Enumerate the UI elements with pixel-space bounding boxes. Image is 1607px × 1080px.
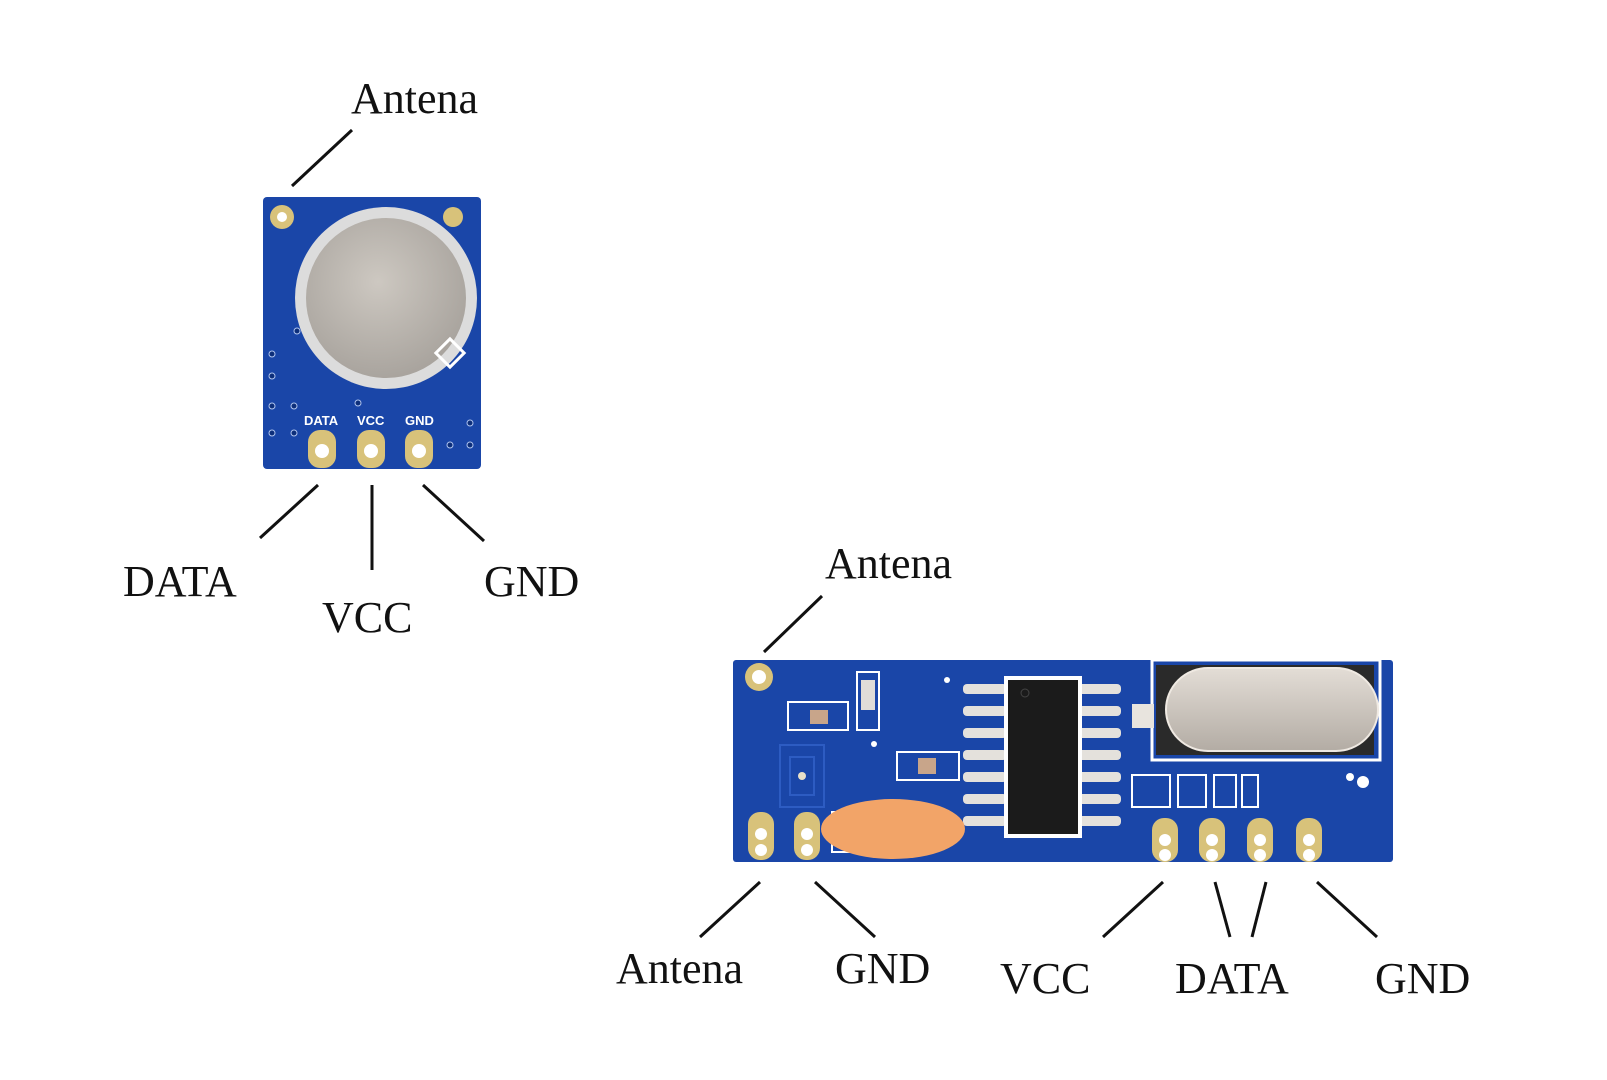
receiver-leader-lines [698,594,1379,939]
label-antenna-rx-bottom: Antena [616,944,743,993]
label-data-tx: DATA [123,557,237,606]
ceramic-capacitor [821,799,965,859]
transmitter-leader-lines [258,128,486,570]
crystal-oscillator [1132,658,1382,762]
label-antenna-tx: Antena [351,74,478,123]
label-gnd-rx-right: GND [1375,954,1470,1003]
label-gnd-rx-left: GND [835,944,930,993]
receiver-module [733,658,1393,862]
label-vcc-rx: VCC [1000,954,1090,1003]
silk-data: DATA [304,413,339,428]
ic-chip [963,676,1121,838]
label-data-rx: DATA [1175,954,1289,1003]
label-vcc-tx: VCC [322,593,412,642]
label-gnd-tx: GND [484,557,579,606]
transmitter-module: DATA VCC GND [263,197,481,469]
label-antenna-rx-top: Antena [825,539,952,588]
silk-gnd: GND [405,413,434,428]
silk-vcc: VCC [357,413,385,428]
